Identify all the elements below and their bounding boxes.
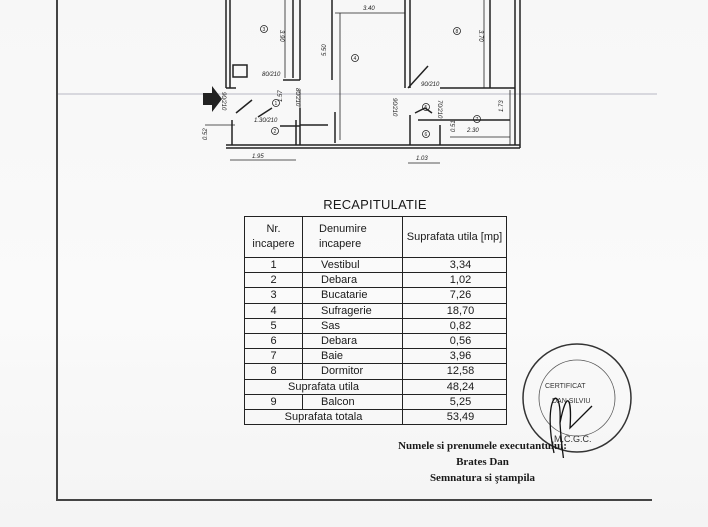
row-name: Vestibul <box>302 256 403 274</box>
door-label: 70/210 <box>436 100 442 119</box>
wall <box>225 0 521 148</box>
entrance-arrow-icon <box>203 86 222 112</box>
table-header: Nr. incapere Denumire incapere Suprafata… <box>244 216 507 258</box>
header-area: Suprafata utila [mp] <box>402 216 507 258</box>
dim-label: 1.57 <box>278 90 284 102</box>
row-area: 12,58 <box>446 365 475 378</box>
row-nr: 2 <box>244 272 303 289</box>
room-number: 2 <box>274 129 277 135</box>
row-name: Debara <box>302 332 403 350</box>
door-label: 80/210 <box>294 88 300 107</box>
signature-label: Semnatura si ştampila <box>429 472 536 484</box>
row-name: Debara <box>302 272 403 289</box>
dim-label: 3.70 <box>477 30 483 42</box>
row-nr: 7 <box>244 348 303 365</box>
door-label: 80/210 <box>262 72 281 78</box>
door-label: 90/210 <box>421 82 440 88</box>
row-area: 18,70 <box>446 304 475 317</box>
row-name: Balcon <box>302 393 403 410</box>
page-border-left <box>56 0 58 500</box>
executant-name: Brates Dan <box>456 456 509 468</box>
header-name: Denumire incapere <box>302 216 403 258</box>
row-name: Sas <box>302 317 403 334</box>
dim-label: 1.95 <box>252 154 264 160</box>
door-label: 90/210 <box>220 92 226 111</box>
room-number: 5 <box>425 105 428 111</box>
balcony-row: 9 Balcon 5,25 <box>244 393 507 410</box>
row-nr: 4 <box>244 302 303 319</box>
dim-label: 3.90 <box>278 30 284 42</box>
recap-title: RECAPITULATIE <box>323 197 427 212</box>
page-border-bottom <box>56 499 652 501</box>
door-swing <box>235 65 433 118</box>
room-number: 8 <box>456 29 459 35</box>
dim-label: 3.40 <box>363 6 375 12</box>
row-nr: 6 <box>244 332 303 350</box>
wall <box>226 87 520 149</box>
row-name: Sufragerie <box>302 302 403 319</box>
signature <box>549 397 593 458</box>
dim-label: 1.73 <box>499 100 505 112</box>
table-row: 1 Vestibul 3,34 <box>244 256 507 274</box>
room-number: 6 <box>425 132 428 138</box>
dim-label: 1.03 <box>416 156 428 162</box>
dimension-line <box>205 0 511 164</box>
row-nr: 8 <box>244 363 303 380</box>
table-row: 6 Debara 0,56 <box>244 332 507 350</box>
total-area: 53,49 <box>446 410 475 423</box>
svg-text:DAN SILVIU: DAN SILVIU <box>552 398 590 405</box>
room-number: 1 <box>275 101 278 107</box>
room-number: 4 <box>354 56 357 62</box>
room-number: 3 <box>263 27 266 33</box>
row-area: 0,82 <box>449 319 472 332</box>
row-nr: 5 <box>244 317 303 334</box>
executant-block: Numele si prenumele executantului: Brate… <box>385 438 580 486</box>
floor-plan: 3.40 3.90 5.50 3.70 1.57 1.73 2.30 0.51 … <box>203 0 521 164</box>
table-row: 5 Sas 0,82 <box>244 317 507 334</box>
dim-label: 0.52 <box>203 128 209 140</box>
svg-text:CERTIFICAT: CERTIFICAT <box>545 383 586 390</box>
subtotal-row: Suprafata utila 48,24 <box>244 378 507 395</box>
dim-label: 2.30 <box>466 128 479 134</box>
row-area: 3,34 <box>449 259 472 272</box>
table-row: 7 Baie 3,96 <box>244 348 507 365</box>
table-row: 3 Bucatarie 7,26 <box>244 287 507 304</box>
header-nr: Nr. incapere <box>244 216 303 258</box>
room-number: 7 <box>476 117 479 123</box>
table-row: 2 Debara 1,02 <box>244 272 507 289</box>
paper-fold <box>57 93 657 95</box>
row-name: Dormitor <box>302 363 403 380</box>
dim-label: 0.51 <box>451 120 457 132</box>
door-label: 90/210 <box>391 98 397 117</box>
door-label: 1.30/210 <box>254 118 278 124</box>
recap-table: Nr. incapere Denumire incapere Suprafata… <box>244 216 507 426</box>
row-area: 5,25 <box>449 395 472 408</box>
wall-detail <box>226 64 300 127</box>
subtotal-label: Suprafata utila <box>244 378 403 395</box>
table-row: 4 Sufragerie 18,70 <box>244 302 507 319</box>
total-row: Suprafata totala 53,49 <box>244 408 507 426</box>
subtotal-area: 48,24 <box>446 380 475 393</box>
row-area: 0,56 <box>449 335 472 348</box>
dim-label: 5.50 <box>322 44 328 56</box>
table-row: 8 Dormitor 12,58 <box>244 363 507 380</box>
row-area: 7,26 <box>449 289 472 302</box>
row-nr: 1 <box>244 256 303 274</box>
row-area: 3,96 <box>449 350 472 363</box>
svg-text:M.C.G.C.: M.C.G.C. <box>554 434 592 444</box>
row-area: 1,02 <box>449 274 472 287</box>
row-name: Baie <box>302 348 403 365</box>
row-nr: 3 <box>244 287 303 304</box>
row-name: Bucatarie <box>302 287 403 304</box>
executant-label: Numele si prenumele executantului: <box>398 440 567 452</box>
row-nr: 9 <box>244 393 303 410</box>
total-label: Suprafata totala <box>244 408 403 426</box>
official-stamp: CERTIFICAT DAN SILVIU M.C.G.C. <box>522 343 632 458</box>
